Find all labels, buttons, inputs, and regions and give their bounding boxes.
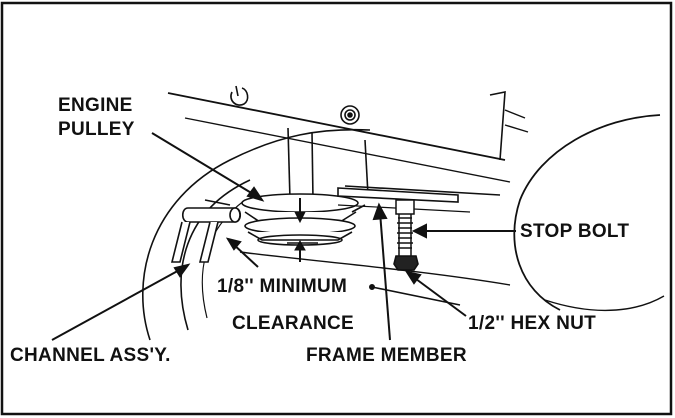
label-frame-member: FRAME MEMBER bbox=[306, 345, 467, 366]
label-channel-assy: CHANNEL ASS'Y. bbox=[10, 345, 171, 366]
label-stop-bolt: STOP BOLT bbox=[520, 221, 630, 242]
label-engine-pulley-line1: ENGINE bbox=[58, 95, 133, 116]
stop-bolt bbox=[395, 199, 415, 256]
hex-nut bbox=[393, 255, 419, 271]
label-engine-pulley-line2: PULLEY bbox=[58, 119, 135, 140]
frame-structure bbox=[167, 91, 529, 183]
mower-deck-arcs bbox=[142, 114, 665, 341]
label-clearance-line1: 1/8'' MINIMUM bbox=[217, 276, 348, 297]
engine-pulley bbox=[241, 193, 366, 246]
top-bolts bbox=[230, 85, 360, 125]
clearance-arrows bbox=[287, 198, 318, 262]
leader-lines bbox=[51, 132, 516, 341]
label-hex-nut: 1/2'' HEX NUT bbox=[468, 313, 597, 334]
label-clearance-line2: CLEARANCE bbox=[232, 313, 354, 334]
channel-assembly bbox=[170, 199, 242, 263]
engine-shaft bbox=[287, 127, 369, 201]
ground-line bbox=[239, 251, 511, 286]
frame-member-bar bbox=[337, 185, 501, 213]
